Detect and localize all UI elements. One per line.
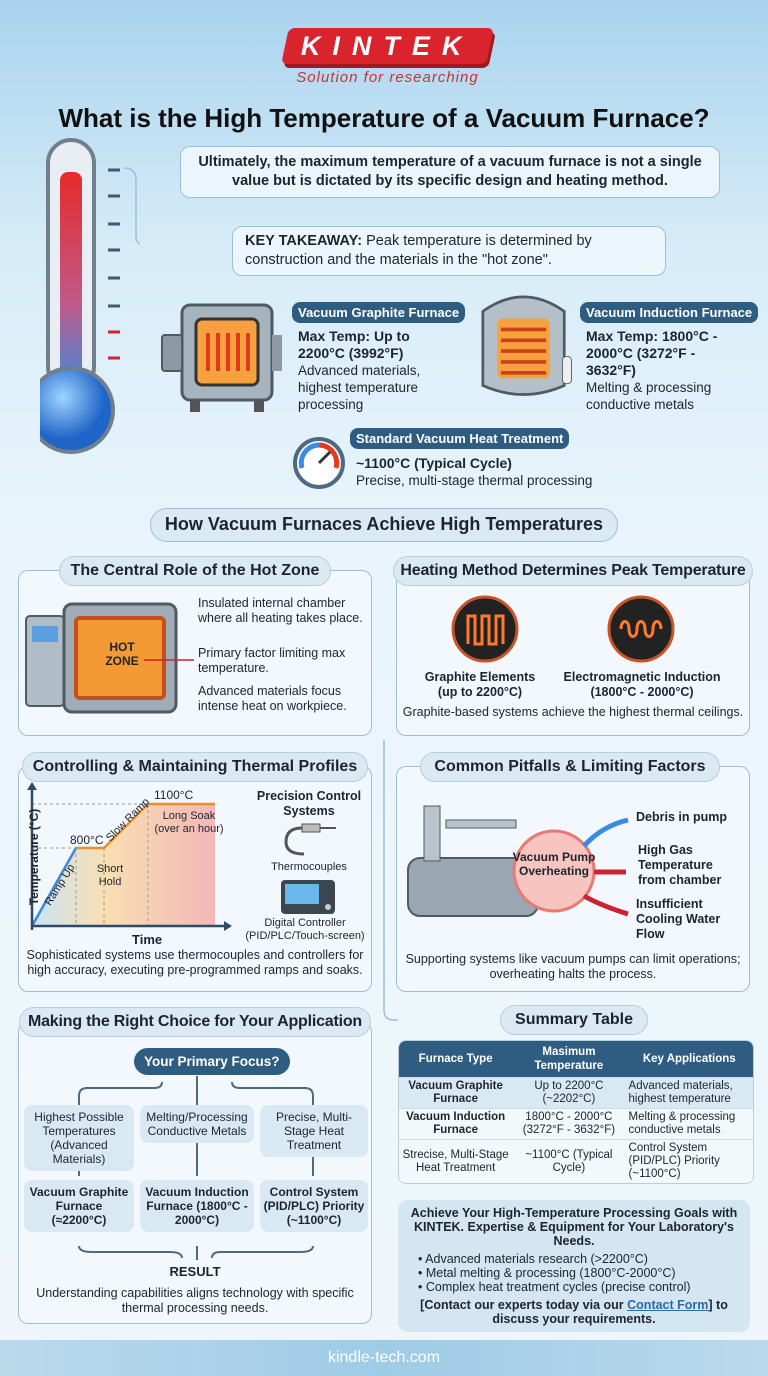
pump-overheating-label: Vacuum Pump Overheating [512, 850, 596, 878]
cta-bullet: • Advanced materials research (>2200°C) [418, 1252, 648, 1266]
cell: Control System (PID/PLC) Priority (~1100… [625, 1139, 753, 1183]
choice-title: Making the Right Choice for Your Applica… [19, 1007, 371, 1037]
cause-high-gas-temp: High Gas Temperature from chamber [638, 843, 722, 887]
cell: ~1100°C (Typical Cycle) [512, 1139, 626, 1183]
heat-treatment-info: ~1100°C (Typical Cycle)Precise, multi-st… [356, 455, 593, 488]
heating-method-panel [396, 570, 750, 736]
x-axis-label: Time [132, 932, 163, 947]
pitfalls-title: Common Pitfalls & Limiting Factors [420, 752, 720, 782]
contact-form-link[interactable]: Contact Form [627, 1298, 709, 1312]
stage-short-hold: Short Hold [96, 863, 124, 888]
cell: Up to 2200°C (~2202°C) [512, 1077, 626, 1109]
induction-label: Electromagnetic Induction(1800°C - 2000°… [563, 670, 721, 699]
hot-zone-title: The Central Role of the Hot Zone [59, 556, 331, 586]
temp-800-label: 800°C [70, 833, 104, 847]
result-label: RESULT [169, 1264, 221, 1279]
cause-debris: Debris in pump [636, 810, 727, 824]
intro-box: Ultimately, the maximum temperature of a… [180, 146, 720, 198]
need-heat-treatment: Precise, Multi-Stage Heat Treatment [260, 1105, 368, 1157]
thermal-profiles-title: Controlling & Maintaining Thermal Profil… [22, 752, 368, 782]
cta-bullet: • Complex heat treatment cycles (precise… [418, 1280, 691, 1294]
cell: Vacuum Graphite Furnace [399, 1077, 513, 1109]
hot-zone-point: Insulated internal chamber where all hea… [198, 596, 363, 625]
heat-treatment-label: Standard Vacuum Heat Treatment [350, 428, 570, 449]
graphite-furnace-info: Max Temp: Up to 2200°C (3992°F)Advanced … [298, 328, 421, 412]
divider-connector [383, 740, 398, 1021]
hot-zone-point: Primary factor limiting max temperature. [198, 646, 346, 675]
choice-caption: Understanding capabilities aligns techno… [36, 1286, 354, 1315]
kintek-logo: KINTEK [281, 28, 494, 64]
digital-controller-icon [281, 880, 335, 914]
thermocouples-label: Thermocouples [271, 861, 347, 873]
key-takeaway-box: KEY TAKEAWAY: Peak temperature is determ… [232, 226, 666, 276]
induction-furnace-label: Vacuum Induction Furnace [580, 302, 759, 323]
cell: Advanced materials, highest temperature [625, 1077, 753, 1109]
thermal-profile-chart [27, 782, 232, 931]
cta-heading: Achieve Your High-Temperature Processing… [410, 1206, 738, 1248]
cell: Strecise, Multi-Stage Heat Treatment [399, 1139, 513, 1183]
need-highest-temp: Highest Possible Temperatures (Advanced … [24, 1105, 134, 1171]
logo-tagline: Solution for researching [296, 69, 479, 86]
cta-contact: [Contact our experts today via our Conta… [420, 1298, 728, 1326]
summary-title: Summary Table [500, 1005, 648, 1035]
thermometer-icon [40, 138, 140, 454]
footer-url[interactable]: kindle-tech.com [0, 1340, 768, 1376]
control-systems-title: Precision Control Systems [256, 789, 362, 818]
profiles-caption: Sophisticated systems use thermocouples … [26, 948, 364, 977]
cta-box: Achieve Your High-Temperature Processing… [398, 1200, 750, 1332]
vacuum-pump-illustration [407, 805, 629, 917]
hot-zone-point: Advanced materials focus intense heat on… [198, 684, 347, 713]
gauge-icon [293, 437, 345, 489]
cause-cooling-water: Insufficient Cooling Water Flow [636, 897, 721, 941]
result-induction: Vacuum Induction Furnace (1800°C - 2000°… [140, 1180, 254, 1232]
page-title: What is the High Temperature of a Vacuum… [58, 103, 710, 133]
col-header: Masimum Temperature [512, 1041, 626, 1078]
thermocouple-icon [284, 823, 336, 856]
cell: Vacuum Induction Furnace [399, 1108, 513, 1140]
y-axis-label: Temperature (°C) [27, 808, 41, 906]
table-row: Strecise, Multi-Stage Heat Treatment~110… [399, 1139, 753, 1183]
digital-controller-label: Digital Controller(PID/PLC/Touch-screen) [245, 917, 365, 942]
induction-furnace-info: Max Temp: 1800°C - 2000°C (3272°F - 3632… [586, 328, 718, 412]
induction-furnace-illustration [481, 295, 572, 396]
temp-1100-label: 1100°C [154, 788, 194, 802]
heating-method-title: Heating Method Determines Peak Temperatu… [393, 556, 753, 586]
need-melting: Melting/Processing Conductive Metals [140, 1105, 254, 1143]
cell: Melting & processing conductive metals [625, 1108, 753, 1140]
cell: 1800°C - 2000°C (3272°F - 3632°F) [512, 1108, 626, 1140]
profile-area [32, 804, 215, 926]
hot-zone-label: HOT ZONE [105, 640, 139, 668]
heating-caption: Graphite-based systems achieve the highe… [402, 705, 744, 719]
col-header: Furnace Type [399, 1041, 513, 1078]
col-header: Key Applications [625, 1041, 753, 1078]
graphite-element-icon [451, 595, 519, 663]
induction-coil-icon [607, 595, 675, 663]
hot-zone-illustration [25, 602, 194, 714]
graphite-furnace-illustration [161, 303, 282, 412]
result-graphite: Vacuum Graphite Furnace (≈2200°C) [24, 1180, 134, 1232]
result-control-system: Control System (PID/PLC) Priority (~1100… [260, 1180, 368, 1232]
section-header: How Vacuum Furnaces Achieve High Tempera… [150, 508, 618, 542]
graphite-furnace-label: Vacuum Graphite Furnace [292, 302, 466, 323]
cta-bullet: • Metal melting & processing (1800°C-200… [418, 1266, 676, 1280]
primary-focus-pill: Your Primary Focus? [134, 1048, 290, 1075]
graphite-elements-label: Graphite Elements(up to 2200°C) [424, 670, 536, 699]
pitfalls-caption: Supporting systems like vacuum pumps can… [405, 952, 741, 981]
stage-long-soak: Long Soak(over an hour) [154, 810, 224, 835]
